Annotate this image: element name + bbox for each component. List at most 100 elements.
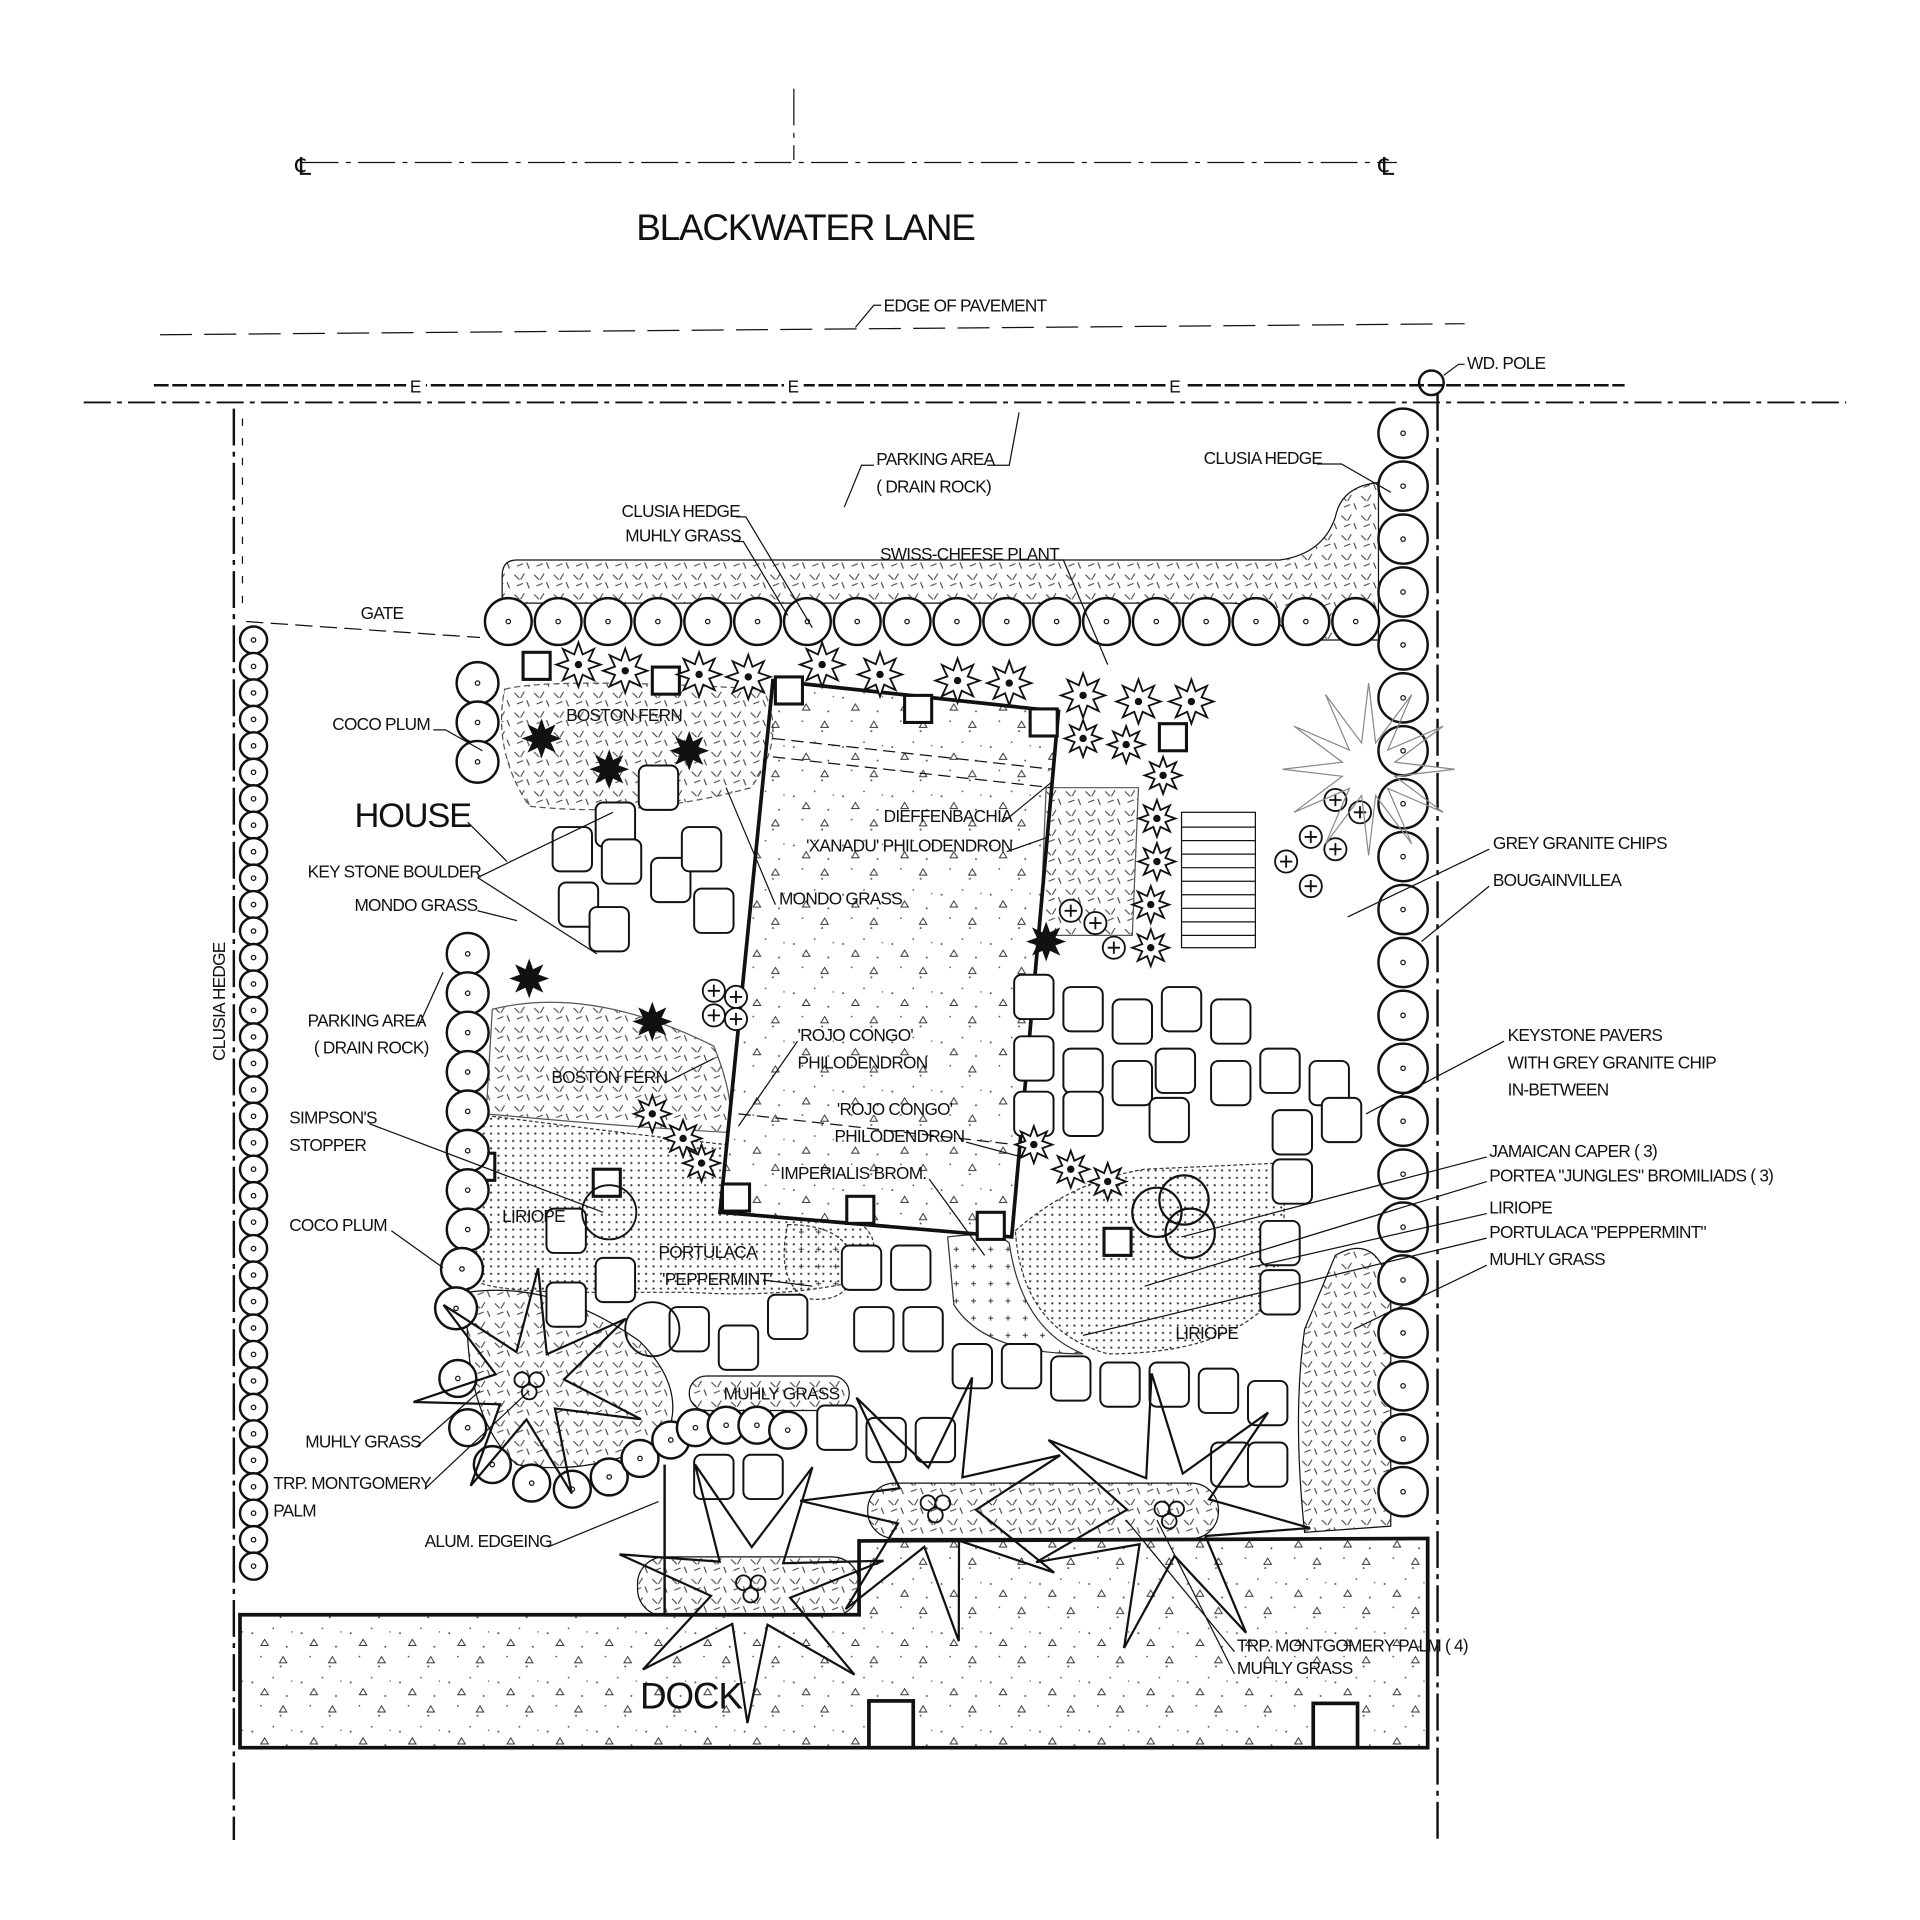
boston-fern-bed-top bbox=[500, 682, 774, 811]
muhly-grass-bed-dock bbox=[636, 1556, 860, 1617]
shrub-center bbox=[464, 990, 471, 997]
label: MUHLY GRASS bbox=[1237, 1658, 1353, 1678]
shrub-center bbox=[250, 716, 257, 723]
montgomery-palm-icon bbox=[799, 1376, 1061, 1642]
montgomery-palm-icon bbox=[619, 1463, 884, 1724]
shrub-center bbox=[250, 848, 257, 855]
clusia-shrub-icon bbox=[1377, 777, 1429, 830]
clusia-shrub-icon bbox=[448, 1408, 488, 1448]
clusia-shrub-icon bbox=[1377, 460, 1429, 512]
shrub-center bbox=[250, 769, 257, 776]
shrub-center bbox=[1400, 959, 1406, 966]
label: GREY GRANITE CHIPS bbox=[1493, 833, 1667, 853]
clusia-shrub-icon bbox=[238, 863, 269, 893]
label: ( DRAIN ROCK) bbox=[876, 476, 991, 496]
clusia-shrub-icon bbox=[238, 1313, 269, 1343]
shrub-center bbox=[1400, 695, 1406, 701]
house-columns bbox=[466, 650, 1188, 1257]
paver bbox=[557, 881, 600, 928]
plant-center bbox=[1153, 814, 1161, 823]
street-name: BLACKWATER LANE bbox=[636, 207, 975, 248]
clusia-shrub-icon bbox=[238, 784, 269, 814]
shrub-center bbox=[459, 1266, 465, 1272]
clusia-shrub-icon bbox=[238, 1128, 269, 1158]
shrub-center bbox=[250, 954, 257, 961]
shrub-center bbox=[1253, 618, 1259, 625]
label: CLUSIA HEDGE bbox=[622, 501, 741, 521]
shrub-center bbox=[250, 875, 257, 881]
shrub-center bbox=[464, 1069, 471, 1075]
muhly-grass-bed-right bbox=[1297, 1247, 1392, 1533]
shrub-center bbox=[250, 743, 257, 749]
shrub-center bbox=[1400, 1118, 1406, 1125]
shrub-center bbox=[754, 1422, 760, 1429]
paver bbox=[902, 1306, 944, 1353]
shrub-center bbox=[250, 1378, 257, 1384]
paver bbox=[1062, 986, 1104, 1033]
clusia-shrub-icon bbox=[238, 1260, 269, 1290]
palm-trunk bbox=[528, 1371, 545, 1389]
clusia-shrub-icon bbox=[238, 1233, 269, 1264]
clusia-shrub-icon bbox=[1131, 596, 1181, 647]
shrub-center bbox=[854, 618, 861, 625]
clusia-shrub-icon bbox=[238, 1154, 269, 1184]
clusia-shrub-icon bbox=[1377, 1360, 1429, 1412]
paver bbox=[588, 906, 630, 953]
clusia-shrub-icon bbox=[583, 596, 633, 647]
clusia-shrub-icon bbox=[439, 1246, 485, 1292]
plant-center bbox=[695, 670, 703, 679]
shrub-center bbox=[1400, 1224, 1406, 1230]
muhly-grass-bed-bottom bbox=[867, 1482, 1220, 1540]
clusia-shrub-icon bbox=[238, 625, 269, 655]
clusia-shrub-icon bbox=[238, 889, 269, 920]
plant-center bbox=[1005, 679, 1013, 687]
shrub-center bbox=[250, 1034, 257, 1040]
clusia-shrub-icon bbox=[238, 731, 269, 761]
shrub-center bbox=[250, 1457, 257, 1464]
shrub-center bbox=[754, 618, 761, 625]
paver bbox=[816, 1404, 858, 1451]
shrub-center bbox=[1400, 906, 1406, 913]
paver bbox=[650, 856, 692, 904]
plant-center bbox=[1147, 944, 1155, 952]
keystone-pavers bbox=[545, 764, 1363, 1501]
paver bbox=[545, 1281, 587, 1328]
plus-mark bbox=[707, 1009, 720, 1022]
montgomery-palms bbox=[413, 1267, 1311, 1724]
paver bbox=[1320, 1096, 1363, 1144]
shrub-center bbox=[250, 1536, 257, 1543]
shrub-center bbox=[250, 1563, 257, 1569]
clusia-shrub-icon bbox=[238, 1392, 269, 1423]
paver bbox=[717, 1324, 760, 1371]
plant-center bbox=[1134, 697, 1143, 706]
shrub-center bbox=[250, 901, 257, 908]
paver bbox=[1148, 1096, 1190, 1144]
label: PORTEA "JUNGLES" BROMILIADS ( 3) bbox=[1489, 1166, 1773, 1186]
clusia-shrub-icon bbox=[1377, 724, 1429, 777]
shrub-center bbox=[474, 719, 481, 726]
clusia-shrub-icon bbox=[1377, 513, 1429, 565]
clusia-shrub-icon bbox=[1032, 596, 1082, 647]
label: SIMPSON'S bbox=[289, 1108, 377, 1128]
paver bbox=[1271, 1109, 1313, 1156]
paver bbox=[1271, 1158, 1313, 1205]
shrub-center bbox=[250, 1113, 257, 1120]
clusia-shrub-icon bbox=[238, 1419, 269, 1449]
plant-center bbox=[876, 670, 884, 679]
shrub-center bbox=[655, 618, 661, 625]
paver bbox=[668, 1306, 710, 1353]
clusia-shrub-icon bbox=[1377, 1465, 1429, 1518]
paver bbox=[551, 826, 593, 873]
label: MUHLY GRASS bbox=[305, 1431, 421, 1451]
plant-center bbox=[621, 667, 629, 675]
plus-mark bbox=[1064, 904, 1077, 917]
clusia-shrub-icon bbox=[238, 810, 269, 840]
shrub-center bbox=[250, 1404, 257, 1411]
paver bbox=[914, 1416, 957, 1464]
plus-mark bbox=[707, 984, 720, 997]
label: PORTULACA bbox=[658, 1242, 758, 1262]
clusia-shrub-icon bbox=[238, 1286, 269, 1317]
jamaican-caper-icon bbox=[1158, 1174, 1210, 1226]
centerline-symbol-left: ℄ bbox=[294, 154, 311, 181]
